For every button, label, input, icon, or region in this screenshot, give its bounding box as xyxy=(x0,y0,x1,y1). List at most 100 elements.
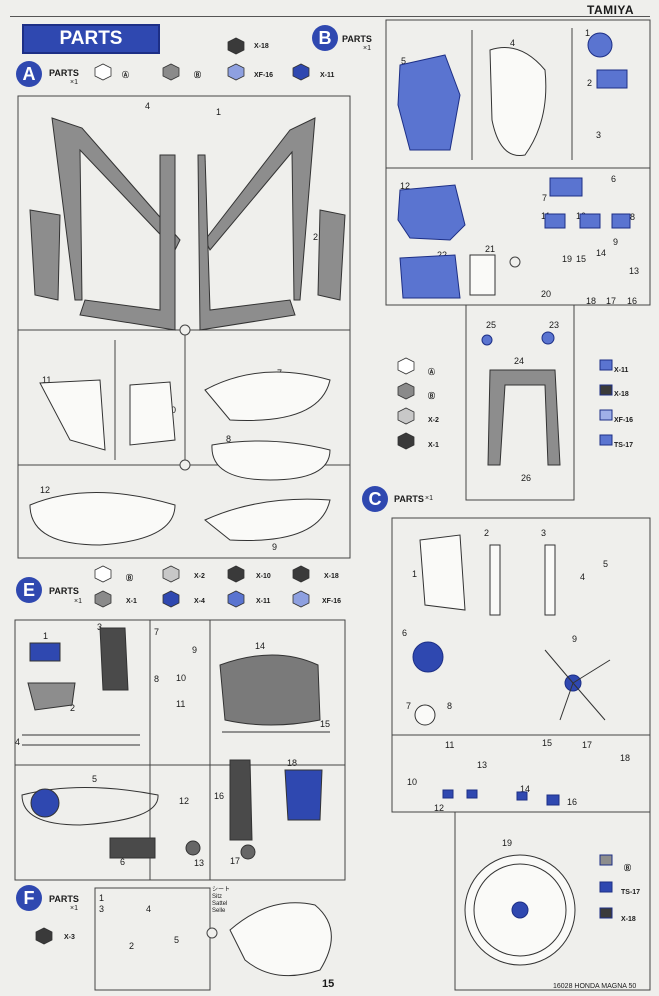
paint-code-x18-top: X-18 xyxy=(254,43,269,50)
part-num-b18: 18 xyxy=(586,296,597,306)
seat-label-jp: シート xyxy=(212,887,231,893)
part-num-e13: 13 xyxy=(194,858,205,868)
part-num-e14: 14 xyxy=(255,641,266,651)
part-num-c7: 7 xyxy=(406,701,412,711)
part-num-b1: 1 xyxy=(585,28,591,38)
model-name: 16028 HONDA MAGNA 50 xyxy=(553,983,637,990)
part-num-e18: 18 xyxy=(287,758,298,768)
section-c-mult: ×1 xyxy=(425,495,433,502)
part-num-b6: 6 xyxy=(611,174,617,184)
sprue-e-frame xyxy=(14,619,346,881)
part-num-b22: 22 xyxy=(437,250,448,260)
section-e-badge: E xyxy=(16,577,42,603)
part-num-c17: 17 xyxy=(582,740,593,750)
part-num-b20: 20 xyxy=(541,289,552,299)
part-num-b25: 25 xyxy=(486,320,497,330)
paint-code-b-b: Ⓑ xyxy=(428,393,435,400)
part-num-c19: 19 xyxy=(502,838,513,848)
section-f-mult: ×1 xyxy=(70,905,78,912)
part-num-a2: 2 xyxy=(313,232,319,242)
paint-code-e-x11: X-11 xyxy=(256,598,271,605)
paint-code-e-xf16: XF-16 xyxy=(322,598,342,605)
part-num-c5: 5 xyxy=(603,559,609,569)
part-num-a1: 1 xyxy=(216,107,222,117)
part-num-c8: 8 xyxy=(447,701,453,711)
engine-cover-c xyxy=(419,534,466,611)
paint-code-b-x1: X-1 xyxy=(428,442,439,449)
section-e-mult: ×1 xyxy=(74,598,82,605)
page-number: 15 xyxy=(322,978,335,990)
brand-logo-text: TAMIYA xyxy=(587,3,635,17)
section-a-mult: ×1 xyxy=(70,79,78,86)
section-b-label: PARTS xyxy=(342,34,372,44)
section-f-badge: F xyxy=(16,885,42,911)
paint-code-b-a: Ⓐ xyxy=(428,369,435,376)
part-num-b4: 4 xyxy=(510,38,516,48)
part-num-e4: 4 xyxy=(15,737,21,747)
frame-rails xyxy=(29,117,346,331)
fuel-tank-half-top xyxy=(204,371,331,421)
part-num-b26: 26 xyxy=(521,473,532,483)
fuel-tank-half-mid xyxy=(211,440,331,481)
seat-label-fr: Selle xyxy=(212,908,226,914)
section-a-badge: A xyxy=(16,61,42,87)
section-c-label: PARTS xyxy=(394,494,424,504)
section-b-badge: B xyxy=(312,25,338,51)
section-e-label: PARTS xyxy=(49,586,79,596)
seat-outline xyxy=(229,902,332,977)
paint-code-f-x3: X-3 xyxy=(64,934,75,941)
engine-block xyxy=(397,54,461,151)
part-num-c4: 4 xyxy=(580,572,586,582)
part-num-e9: 9 xyxy=(192,645,198,655)
section-b-mult: ×1 xyxy=(363,45,371,52)
part-num-b7: 7 xyxy=(542,193,548,203)
paint-code-c-ts17: TS-17 xyxy=(621,889,641,896)
part-num-e12: 12 xyxy=(179,796,190,806)
part-num-c9: 9 xyxy=(572,634,578,644)
swatch-top-x18 xyxy=(227,37,245,55)
engine-case-right xyxy=(399,254,461,299)
chain-sprocket xyxy=(21,787,159,826)
rear-wheel-spokes xyxy=(544,649,611,721)
gear-round xyxy=(587,32,613,58)
paint-code-c-b: Ⓑ xyxy=(624,865,631,872)
paint-code-a-a: Ⓐ xyxy=(122,72,129,79)
part-num-f3: 3 xyxy=(99,904,105,914)
paint-code-b-x2: X-2 xyxy=(428,417,439,424)
part-num-b19: 19 xyxy=(562,254,573,264)
part-num-b24: 24 xyxy=(514,356,525,366)
part-num-b3: 3 xyxy=(596,130,602,140)
paint-code-e-b: Ⓑ xyxy=(126,575,133,582)
part-num-b15: 15 xyxy=(576,254,587,264)
part-num-e17: 17 xyxy=(230,856,241,866)
part-num-e3: 3 xyxy=(97,622,103,632)
part-num-e5: 5 xyxy=(92,774,98,784)
part-num-e2: 2 xyxy=(70,703,76,713)
part-num-b17: 17 xyxy=(606,296,617,306)
round-plate xyxy=(414,704,436,726)
paint-code-e-x18: X-18 xyxy=(324,573,339,580)
section-a-label: PARTS xyxy=(49,68,79,78)
paint-code-e-x2: X-2 xyxy=(194,573,205,580)
part-num-e7: 7 xyxy=(154,627,160,637)
part-num-e6: 6 xyxy=(120,857,126,867)
paint-code-e-x4: X-4 xyxy=(194,598,205,605)
part-num-c1: 1 xyxy=(412,569,418,579)
seat-label-de2: Sattel xyxy=(212,901,228,907)
paint-code-a-x11: X-11 xyxy=(320,72,335,79)
part-num-c13: 13 xyxy=(477,760,488,770)
section-f-label: PARTS xyxy=(49,894,79,904)
paint-code-a-xf16: XF-16 xyxy=(254,72,274,79)
seat-label-de: Sitz xyxy=(212,894,223,900)
paint-code-c-x18: X-18 xyxy=(621,916,636,923)
part-num-c6: 6 xyxy=(402,628,408,638)
paint-code-e-x1: X-1 xyxy=(126,598,137,605)
section-c-badge: C xyxy=(362,486,388,512)
part-num-b16: 16 xyxy=(627,296,638,306)
seat-label: シート Sitz Sattel Selle xyxy=(212,887,230,915)
paint-code-a-b: Ⓑ xyxy=(194,72,201,79)
seat-base-dark xyxy=(219,654,321,726)
side-cover-right xyxy=(129,381,176,446)
part-num-b12: 12 xyxy=(400,181,411,191)
